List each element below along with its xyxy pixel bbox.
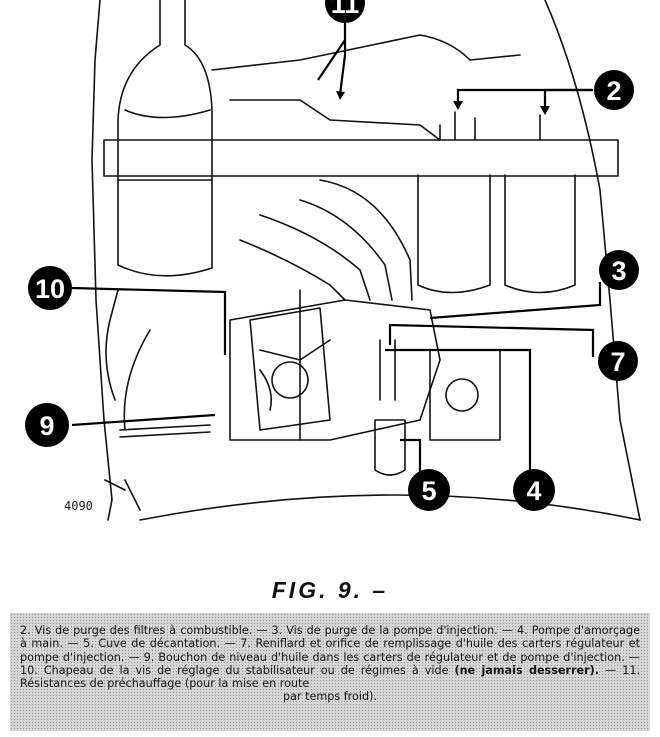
engine-right-outline [544, 0, 641, 521]
callout-2-label: 2 [606, 76, 621, 106]
callout-11-label: 11 [331, 0, 360, 19]
callout-badge-5 [408, 469, 450, 511]
callout-badge-3 [599, 250, 639, 290]
callout-badge-11 [325, 0, 365, 23]
fuel-filter-right [504, 174, 576, 294]
callout-4-label: 4 [526, 476, 541, 506]
injection-pump [229, 299, 441, 441]
support-bar [103, 139, 619, 177]
callout-badge-9 [25, 403, 69, 447]
callout-5-label: 5 [421, 476, 436, 506]
callout-10-label: 10 [35, 274, 65, 304]
callout-badge-10 [28, 266, 72, 310]
callout-badge-2 [594, 70, 634, 110]
fuel-filter-left [417, 174, 491, 294]
engine-diagram: 11 2 3 10 7 9 5 4 [25, 0, 641, 521]
caption-text-part1: 2. Vis de purge des filtres à combustibl… [20, 624, 640, 677]
callout-9-label: 9 [39, 411, 54, 441]
figure-caption: 2. Vis de purge des filtres à combustibl… [20, 624, 640, 704]
air-filter-canister [117, 0, 213, 277]
caption-bold-warning: (ne jamais desserrer). [454, 663, 599, 677]
callout-3-label: 3 [611, 256, 626, 286]
sediment-bowl [374, 419, 406, 476]
caption-box: 2. Vis de purge des filtres à combustibl… [10, 613, 650, 731]
callout-badge-4 [513, 469, 555, 511]
callout-badge-7 [598, 341, 638, 381]
figure-title: FIG. 9. – [271, 577, 389, 603]
figure-number: 4090 [64, 499, 93, 513]
callout-7-label: 7 [610, 347, 625, 377]
engine-outline [91, 0, 113, 521]
caption-text-part3: par temps froid). [282, 690, 378, 704]
caption-text-part2: — 11. Résistances de préchauffage (pour … [20, 663, 640, 691]
